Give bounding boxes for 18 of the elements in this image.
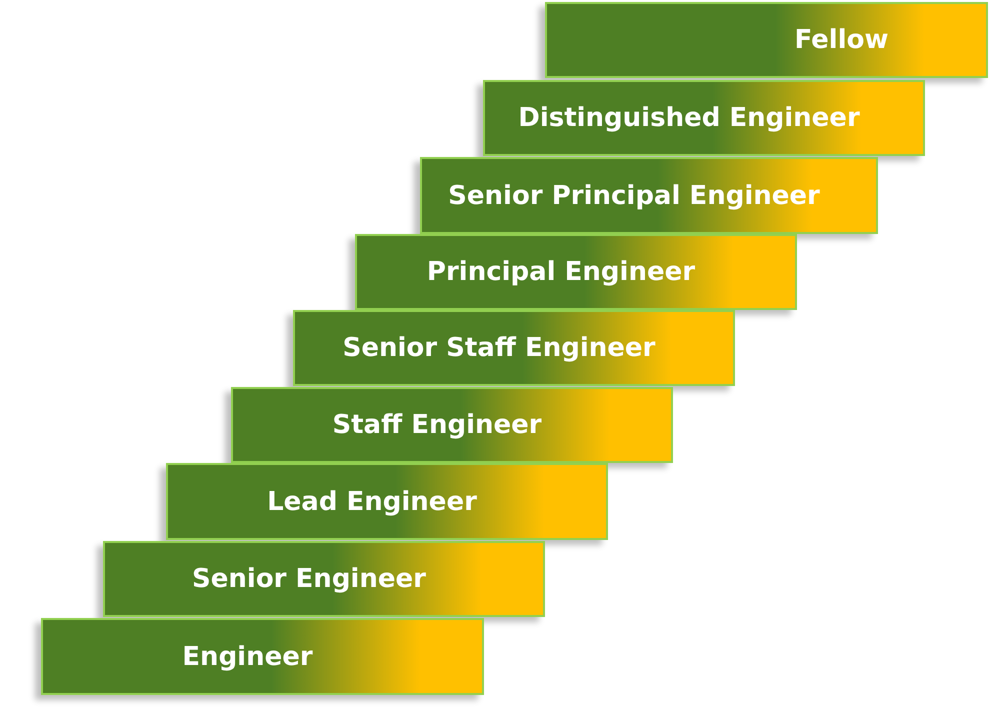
- step-bar: [355, 234, 797, 310]
- job-title: Senior Staff Engineer: [342, 333, 656, 363]
- job-title: Engineer: [182, 642, 313, 672]
- job-title: Senior Principal Engineer: [448, 180, 820, 210]
- step-bar: [166, 463, 608, 540]
- job-title: Fellow: [794, 25, 889, 55]
- job-title: Staff Engineer: [332, 410, 542, 440]
- step-bar: [483, 80, 925, 156]
- step-bar: [293, 310, 735, 386]
- step-bar: [41, 618, 484, 695]
- step-bar: [103, 541, 545, 617]
- job-title: Lead Engineer: [267, 486, 477, 516]
- step-bar: [545, 2, 988, 78]
- step-bar: [420, 157, 878, 234]
- step-bar: [231, 387, 673, 463]
- job-title: Senior Engineer: [192, 564, 426, 594]
- job-title: Distinguished Engineer: [518, 103, 860, 133]
- job-title: Principal Engineer: [426, 257, 696, 287]
